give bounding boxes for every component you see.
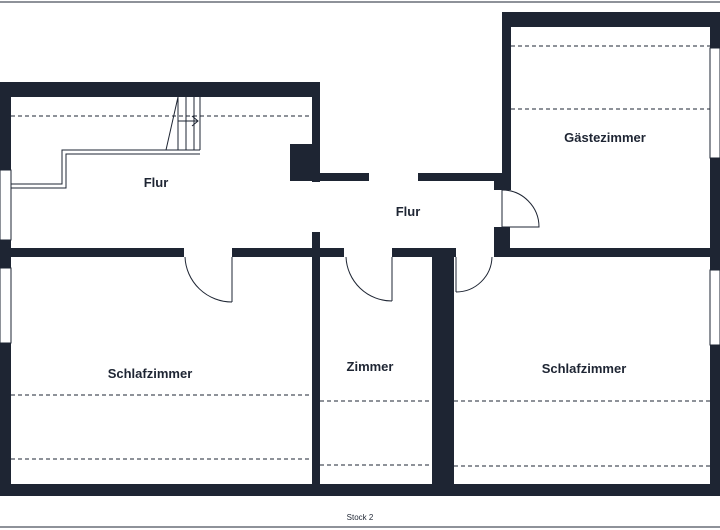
room-label-gaestezimmer: Gästezimmer: [564, 130, 646, 145]
window-right-lower: [709, 269, 720, 346]
wall-zimmer-left: [312, 232, 320, 492]
wall-mid-4: [494, 248, 720, 257]
wall-top-left: [0, 82, 320, 97]
walls: [0, 12, 720, 496]
floor-label: Stock 2: [347, 513, 374, 522]
window-left-lower: [0, 267, 12, 344]
wall-flur-right: [312, 82, 320, 182]
room-label-flur-center: Flur: [396, 204, 421, 219]
room-label-schlafzimmer-left: Schlafzimmer: [108, 366, 193, 381]
wall-corridor-top-right: [418, 173, 510, 181]
wall-mid-1: [0, 248, 184, 257]
wall-guest-left-upper: [502, 12, 511, 190]
wall-corridor-top-left: [314, 173, 369, 181]
stairs: [11, 96, 201, 189]
windows: [0, 47, 720, 346]
ceiling-lines: [11, 45, 710, 467]
doors: [184, 189, 540, 303]
room-label-schlafzimmer-right: Schlafzimmer: [542, 361, 627, 376]
wall-top-right: [502, 12, 720, 27]
window-left-upper: [0, 169, 12, 241]
room-label-zimmer: Zimmer: [347, 359, 394, 374]
window-right-upper: [709, 47, 720, 159]
wall-mid-2: [232, 248, 344, 257]
wall-guest-stub-bottom: [494, 227, 510, 253]
pillar: [290, 144, 314, 181]
wall-bottom-outer: [0, 484, 720, 496]
wall-zimmer-right: [432, 250, 454, 492]
room-label-flur-left: Flur: [144, 175, 169, 190]
wall-guest-stub-top: [494, 176, 510, 190]
wall-mid-3: [392, 248, 456, 257]
